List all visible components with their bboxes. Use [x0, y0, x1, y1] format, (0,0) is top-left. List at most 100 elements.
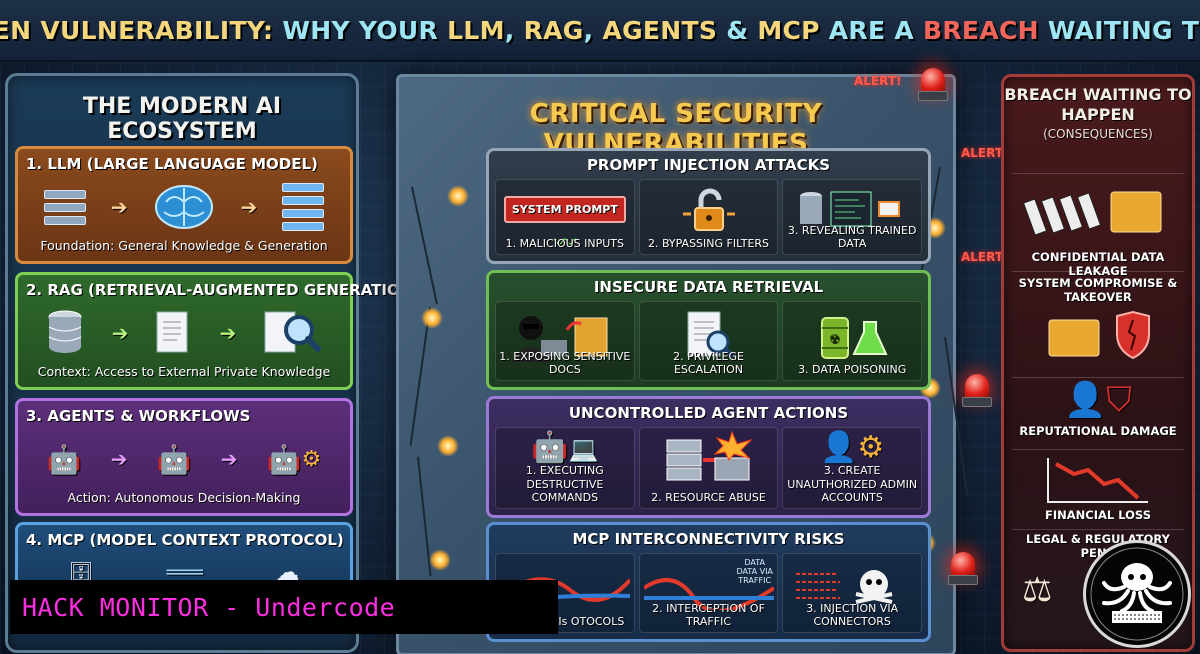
rag-card-label: 2. RAG (RETRIEVAL-AUGMENTED GENERATION) — [26, 281, 420, 299]
watermark-text: HACK MONITOR - Undercode — [22, 592, 396, 622]
robot-gear-icon: 🤖⚙ — [266, 442, 322, 476]
cell-label: 3. DATA POISONING — [798, 362, 907, 376]
ecosystem-heading: THE MODERN AI ECOSYSTEM — [82, 94, 282, 144]
alert-label: ALERT! — [961, 146, 1009, 160]
user-icon: 👤 — [820, 430, 858, 465]
title-llm: LLM — [447, 15, 505, 45]
document-icon — [155, 310, 193, 356]
title-part-1: AI’S HIDDEN VULNERABILITY: — [0, 15, 274, 45]
cell-label: 3. INJECTION VIA CONNECTORS — [806, 601, 899, 628]
cell-label: 2. PRIVILEGE ESCALATION — [673, 349, 744, 376]
spark-icon — [429, 549, 451, 571]
destructive-commands-cell: 🤖💻 1. EXECUTING DESTRUCTIVE COMMANDS — [495, 427, 635, 509]
spark-icon — [421, 307, 443, 329]
magnifier-icon — [263, 308, 323, 358]
agents-card-label: 3. AGENTS & WORKFLOWS — [26, 407, 251, 425]
llm-card-label: 1. LLM (LARGE LANGUAGE MODEL) — [26, 155, 318, 173]
database-icon — [45, 309, 85, 357]
cell-label: 2. INTERCEPTION OF TRAFFIC — [652, 601, 765, 628]
consequence-item: CONFIDENTIAL DATA LEAKAGE — [1012, 173, 1184, 278]
snake-icon: 〰 — [553, 231, 576, 256]
system-prompt-badge: SYSTEM PROMPT — [503, 196, 626, 223]
spark-icon — [447, 185, 469, 207]
chart-down-icon — [1012, 454, 1184, 515]
alert-label: ALERT! — [854, 74, 902, 88]
title-are: ARE A — [828, 15, 915, 45]
privilege-escalation-cell: 2. PRIVILEGE ESCALATION — [638, 301, 779, 381]
siren-icon — [962, 374, 992, 408]
title-part-2: WHY YOUR — [282, 15, 439, 45]
watermark-banner: HACK MONITOR - Undercode — [10, 580, 558, 634]
consequence-item: SYSTEM COMPROMISE & TAKEOVER — [1012, 271, 1184, 371]
revealing-data-cell: 3. REVEALING TRAINED DATA — [782, 179, 923, 255]
person-shield-icon: 👤⛉ — [1064, 380, 1132, 420]
consequence-label: FINANCIAL LOSS — [1045, 508, 1151, 522]
wall-crack — [411, 186, 438, 305]
prompt-injection-panel: PROMPT INJECTION ATTACKS SYSTEM PROMPT 〰… — [486, 148, 931, 264]
gear-icon: ⚙ — [857, 430, 885, 465]
consequence-label: SYSTEM COMPROMISE & TAKEOVER — [1018, 276, 1178, 305]
consequence-item: FINANCIAL LOSS — [1012, 449, 1184, 523]
siren-icon — [918, 68, 948, 102]
hacker-icon — [496, 310, 634, 370]
server-explosion-icon — [640, 430, 778, 494]
robot-icon: 🤖 — [46, 442, 82, 476]
interception-cell: DATA DATA VIA TRAFFIC 2. INTERCEPTION OF… — [638, 553, 779, 633]
laptop-icon: 💻 — [568, 435, 599, 463]
arrow-right-icon: ➔ — [110, 195, 128, 219]
panel-heading: PROMPT INJECTION ATTACKS — [586, 156, 831, 174]
input-lines-icon — [44, 189, 87, 225]
consequence-label: REPUTATIONAL DAMAGE — [1019, 424, 1177, 438]
title-mcp: MCP — [757, 15, 820, 45]
rag-card-icons: ➔ ➔ — [18, 305, 350, 361]
consequences-subheading: (CONSEQUENCES) — [1043, 127, 1153, 141]
brain-icon — [152, 182, 216, 232]
cell-label: 3. REVEALING TRAINED DATA — [787, 223, 917, 250]
cell-label: 1. EXPOSING SENSITIVE DOCS — [499, 349, 631, 376]
cell-label: 2. RESOURCE ABUSE — [651, 490, 766, 504]
spark-icon — [437, 435, 459, 457]
skull-icon — [783, 562, 921, 622]
arrow-right-icon: ➔ — [111, 321, 129, 345]
malicious-inputs-cell: SYSTEM PROMPT 〰 1. MALICIOUS INPUTS — [495, 179, 635, 256]
arrow-right-icon: ➔ — [110, 447, 128, 471]
siren-icon — [948, 552, 978, 586]
title-rest: WAITING TO HAPPEN — [1047, 15, 1200, 45]
bypassing-filters-cell: 2. BYPASSING FILTERS — [638, 179, 779, 255]
cell-label: 3. CREATE UNAUTHORIZED ADMIN ACCOUNTS — [787, 464, 918, 504]
rag-card-caption: Context: Access to External Private Know… — [37, 364, 331, 379]
llm-card-caption: Foundation: General Knowledge & Generati… — [40, 238, 328, 253]
title-rag: RAG — [523, 15, 584, 45]
robot-icon: 🤖 — [156, 442, 192, 476]
title-sep: , — [583, 15, 594, 45]
insecure-retrieval-panel: INSECURE DATA RETRIEVAL 1. EXPOSING SENS… — [486, 270, 931, 390]
title-sep: , — [504, 15, 515, 45]
panel-heading: INSECURE DATA RETRIEVAL — [593, 278, 824, 296]
folder-shield-icon — [1012, 310, 1184, 369]
title-agents: AGENTS — [602, 15, 718, 45]
admin-accounts-cell: 👤⚙ 3. CREATE UNAUTHORIZED ADMIN ACCOUNTS — [782, 427, 923, 509]
agent-actions-panel: UNCONTROLLED AGENT ACTIONS 🤖💻 1. EXECUTI… — [486, 396, 931, 518]
arrow-right-icon: ➔ — [219, 321, 237, 345]
data-leak-icon — [783, 188, 921, 242]
octopus-logo-icon — [1083, 540, 1191, 648]
consequence-label: CONFIDENTIAL DATA LEAKAGE — [1031, 250, 1165, 279]
magnifier-icon — [640, 310, 778, 372]
panel-heading: UNCONTROLLED AGENT ACTIONS — [568, 404, 849, 422]
title-breach: BREACH — [923, 15, 1039, 45]
admin-gear-icon: 👤⚙ — [783, 430, 921, 465]
consequence-item: 👤⛉ REPUTATIONAL DAMAGE — [1012, 377, 1184, 443]
llm-card: 1. LLM (LARGE LANGUAGE MODEL) ➔ ➔ Founda… — [15, 146, 466, 264]
mcp-card-label: 4. MCP (MODEL CONTEXT PROTOCOL) — [26, 531, 344, 549]
panel-heading: MCP INTERCONNECTIVITY RISKS — [572, 530, 845, 548]
title-amp: & — [726, 15, 749, 45]
agents-card: 3. AGENTS & WORKFLOWS 🤖 ➔ 🤖 ➔ 🤖⚙ Action:… — [15, 398, 466, 516]
agents-card-icons: 🤖 ➔ 🤖 ➔ 🤖⚙ — [18, 431, 350, 487]
arrow-right-icon: ➔ — [240, 195, 258, 219]
domino-folder-icon — [1012, 182, 1184, 247]
traffic-text: DATA DATA VIA TRAFFIC — [736, 558, 773, 586]
cell-label: 2. BYPASSING FILTERS — [647, 236, 770, 250]
llm-card-icons: ➔ ➔ — [18, 179, 350, 235]
alert-label: ALERT! — [961, 250, 1009, 264]
